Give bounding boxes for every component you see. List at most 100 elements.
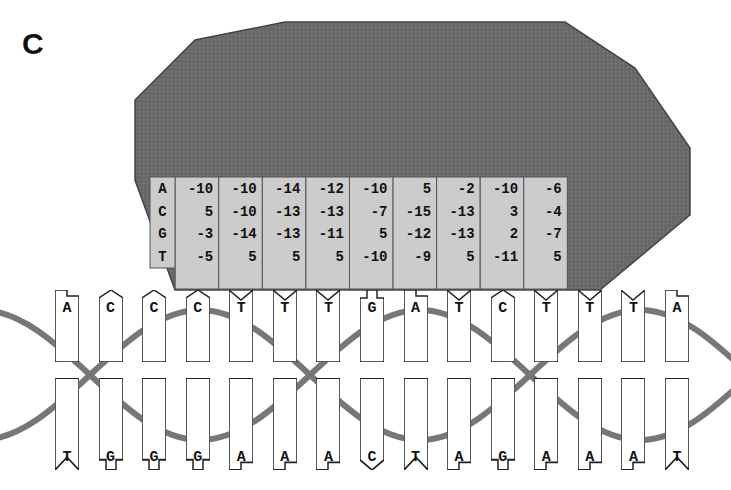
matrix-row-letter: T: [150, 246, 175, 268]
matrix-cell: -12: [393, 223, 431, 245]
base-tile: T: [55, 378, 79, 470]
matrix-cell: 5: [349, 223, 387, 245]
matrix-cell: 5: [437, 246, 475, 268]
matrix-cell: -11: [480, 246, 518, 268]
base-tile: G: [491, 378, 515, 470]
matrix-cell: -9: [393, 246, 431, 268]
matrix-cell: -13: [437, 223, 475, 245]
base-letter: A: [534, 450, 558, 466]
base-letter: A: [273, 450, 297, 466]
matrix-cell: 5: [524, 246, 562, 268]
matrix-row-header: [150, 177, 175, 268]
base-tile: T: [316, 290, 340, 362]
matrix-cell: -2: [437, 178, 475, 200]
matrix-cell: -13: [262, 223, 300, 245]
base-letter: G: [491, 450, 515, 466]
matrix-cell: 5: [393, 178, 431, 200]
base-letter: C: [186, 301, 210, 317]
base-letter: G: [186, 450, 210, 466]
base-tile: A: [534, 378, 558, 470]
matrix-cell: -13: [437, 201, 475, 223]
base-tile: T: [621, 290, 645, 362]
matrix-row-letter: A: [150, 178, 175, 200]
base-letter: T: [273, 301, 297, 317]
base-tile: T: [404, 378, 428, 470]
base-letter: G: [142, 450, 166, 466]
base-letter: T: [316, 301, 340, 317]
matrix-cell: -10: [349, 178, 387, 200]
base-tile: A: [578, 378, 602, 470]
base-tile: T: [229, 290, 253, 362]
matrix-cell: -10: [480, 178, 518, 200]
base-letter: A: [316, 450, 340, 466]
matrix-cell: -4: [524, 201, 562, 223]
matrix-row-letter: C: [150, 201, 175, 223]
matrix-cell: -13: [306, 201, 344, 223]
base-tile: T: [447, 290, 471, 362]
base-tile: G: [186, 378, 210, 470]
matrix-cell: -10: [349, 246, 387, 268]
matrix-cell: 5: [306, 246, 344, 268]
base-tile: C: [142, 290, 166, 362]
matrix-cell: -14: [219, 223, 257, 245]
matrix-cell: -7: [524, 223, 562, 245]
base-letter: T: [665, 450, 689, 466]
base-tile: A: [665, 290, 689, 362]
base-tile: T: [578, 290, 602, 362]
base-letter: T: [621, 301, 645, 317]
matrix-row-letter: G: [150, 223, 175, 245]
base-tile: C: [491, 290, 515, 362]
panel-letter: C: [22, 26, 44, 62]
base-letter: T: [404, 450, 428, 466]
base-tile: T: [273, 290, 297, 362]
base-tile: A: [55, 290, 79, 362]
base-letter: T: [534, 301, 558, 317]
matrix-cell: -14: [262, 178, 300, 200]
base-tile: C: [186, 290, 210, 362]
base-letter: G: [360, 301, 384, 317]
base-letter: C: [491, 301, 515, 317]
base-tile: A: [273, 378, 297, 470]
protein-shape: [135, 22, 690, 290]
matrix-columns: [175, 177, 567, 289]
matrix-cell: -7: [349, 201, 387, 223]
base-letter: T: [578, 301, 602, 317]
base-letter: A: [55, 301, 79, 317]
base-tile: G: [99, 378, 123, 470]
base-letter: C: [360, 450, 384, 466]
base-letter: A: [578, 450, 602, 466]
matrix-cell: 3: [480, 201, 518, 223]
base-letter: A: [665, 301, 689, 317]
matrix-cell: -10: [175, 178, 213, 200]
base-tile: A: [316, 378, 340, 470]
base-tile: C: [99, 290, 123, 362]
base-tile: A: [404, 290, 428, 362]
base-letter: T: [229, 301, 253, 317]
base-letter: G: [99, 450, 123, 466]
matrix-cell: -5: [175, 246, 213, 268]
base-letter: T: [55, 450, 79, 466]
base-letter: A: [621, 450, 645, 466]
matrix-cell: -10: [219, 201, 257, 223]
base-letter: T: [447, 301, 471, 317]
base-tile: A: [447, 378, 471, 470]
base-tile: T: [665, 378, 689, 470]
base-tile: T: [534, 290, 558, 362]
matrix-cell: 2: [480, 223, 518, 245]
matrix-cell: -11: [306, 223, 344, 245]
base-letter: A: [229, 450, 253, 466]
base-tile: A: [229, 378, 253, 470]
base-letter: A: [404, 301, 428, 317]
matrix-cell: -3: [175, 223, 213, 245]
base-letter: C: [142, 301, 166, 317]
matrix-cell: 5: [262, 246, 300, 268]
base-tile: A: [621, 378, 645, 470]
matrix-cell: -10: [219, 178, 257, 200]
matrix-cell: -6: [524, 178, 562, 200]
base-tile: C: [360, 378, 384, 470]
matrix-cell: 5: [175, 201, 213, 223]
base-letter: A: [447, 450, 471, 466]
matrix-cell: -12: [306, 178, 344, 200]
matrix-cell: -15: [393, 201, 431, 223]
matrix-cell: -13: [262, 201, 300, 223]
